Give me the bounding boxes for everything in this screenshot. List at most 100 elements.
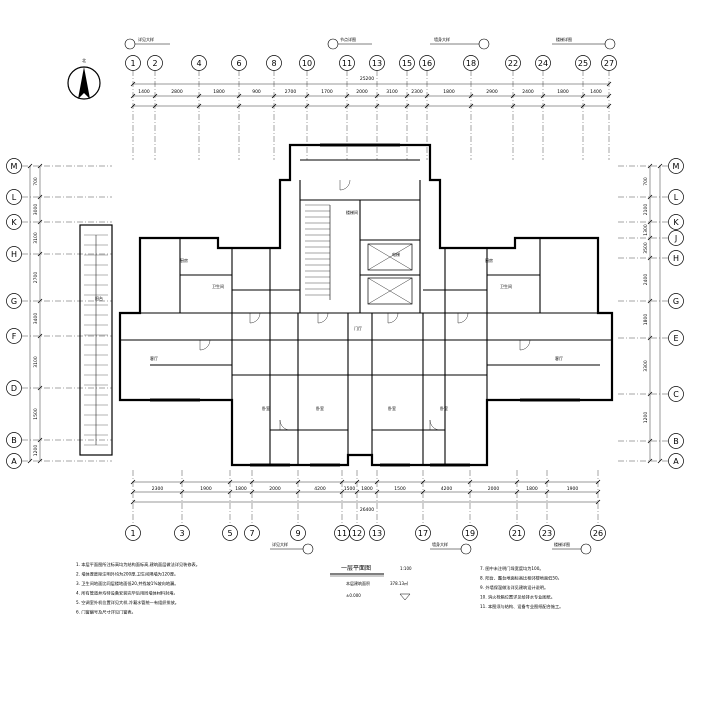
callout-tag-5: 详见大样 — [270, 541, 314, 555]
top-dimension-text: 2800 — [171, 89, 183, 95]
callout-text-6: 墙身大样 — [432, 541, 448, 547]
bottom-dimension-text: 1800 — [361, 486, 373, 492]
room-label-living-left: 客厅 — [150, 355, 158, 361]
axis-bubble-bottom-label: 23 — [542, 529, 552, 538]
bottom-dimension-text: 1500 — [344, 486, 356, 492]
axis-bubble-bottom-26: 26 — [590, 525, 606, 541]
axis-bubble-right-H: H — [668, 250, 684, 266]
axis-bubble-right-B: B — [668, 433, 684, 449]
axis-bubble-bottom-11: 11 — [334, 525, 350, 541]
axis-bubble-right-L: L — [668, 189, 684, 205]
axis-bubble-bottom-5: 5 — [222, 525, 238, 541]
axis-bubble-left-label: A — [11, 457, 17, 466]
note-left-item: 4. 所有管道井均待设备安装完毕后用同墙体材料封堵。 — [76, 590, 178, 597]
axis-bubble-bottom-17: 17 — [415, 525, 431, 541]
axis-bubble-top-label: 8 — [271, 59, 276, 68]
north-label: 北 — [82, 57, 86, 63]
room-label-bedroom-1: 卧室 — [262, 405, 270, 411]
axis-bubble-bottom-3: 3 — [174, 525, 190, 541]
axis-bubble-top-11: 11 — [339, 55, 355, 71]
axis-bubble-bottom-23: 23 — [539, 525, 555, 541]
room-label-kitchen-left: 厨房 — [180, 257, 188, 263]
left-dimension-text: 3400 — [33, 313, 39, 325]
axis-bubble-right-M: M — [668, 158, 684, 174]
axis-bubble-right-J: J — [668, 230, 684, 246]
axis-bubble-right-label: L — [674, 193, 679, 202]
axis-bubble-top-label: 2 — [152, 59, 157, 68]
axis-bubble-right-label: K — [673, 218, 679, 227]
axis-bubble-top-label: 18 — [466, 59, 476, 68]
callout-text-2: 节点详图 — [340, 36, 356, 42]
callout-tag-1: 详见大样 — [124, 36, 170, 50]
room-label-kitchen-right: 厨房 — [485, 257, 493, 263]
top-dimension-text: 1400 — [138, 89, 150, 95]
top-dimension-text: 1400 — [590, 89, 602, 95]
axis-bubble-bottom-label: 7 — [249, 529, 254, 538]
axis-bubble-bottom-label: 17 — [418, 529, 428, 538]
callout-text-1: 详见大样 — [138, 36, 154, 42]
room-label-bedroom-3: 卧室 — [388, 405, 396, 411]
top-dimension-text: 1800 — [213, 89, 225, 95]
left-dimension-text: 2700 — [33, 272, 39, 284]
axis-bubble-left-label: K — [11, 218, 17, 227]
axis-bubble-right-label: J — [674, 234, 677, 243]
exterior-wall — [118, 143, 614, 467]
bottom-overall-dimension: 26400 — [360, 507, 374, 513]
axis-bubble-top-label: 24 — [538, 59, 548, 68]
axis-bubble-top-13: 13 — [369, 55, 385, 71]
axis-bubble-right-label: H — [673, 254, 679, 263]
left-dimension-text: 3000 — [33, 204, 39, 216]
note-right-item: 10. 消火栓箱位置详见给排水专业图纸。 — [480, 594, 555, 601]
axis-bubble-left-label: G — [11, 297, 17, 306]
axis-bubble-bottom-label: 9 — [295, 529, 300, 538]
right-dimension-text: 700 — [643, 177, 649, 186]
axis-bubble-left-L: L — [6, 189, 22, 205]
callout-tag-3: 墙身大样 — [430, 36, 490, 50]
axis-bubble-top-6: 6 — [231, 55, 247, 71]
note-right-item: 9. 外墙保温做法详见建筑设计说明。 — [480, 584, 548, 591]
axis-bubble-bottom-label: 12 — [352, 529, 362, 538]
right-dimension-text: 1800 — [643, 314, 649, 326]
notes-right: 7. 图中未注明门垛宽度均为100。8. 阳台、露台地面标高比相邻楼地面低50。… — [480, 565, 563, 610]
axis-bubble-top-label: 25 — [578, 59, 588, 68]
top-overall-dimension: 25200 — [360, 76, 374, 82]
axis-bubble-right-label: C — [673, 390, 679, 399]
callout-tag-4: 楼梯详图 — [552, 36, 616, 50]
bottom-dimension-text: 2000 — [488, 486, 500, 492]
north-arrow-icon: 北 — [67, 57, 101, 100]
axis-bubble-left-A: A — [6, 453, 22, 469]
axis-bubble-bottom-label: 13 — [372, 529, 382, 538]
top-dimension-text: 1800 — [443, 89, 455, 95]
axis-bubble-top-label: 22 — [508, 59, 518, 68]
left-dimension-text: 3100 — [33, 356, 39, 368]
top-dimension-text: 2900 — [486, 89, 498, 95]
axis-bubble-right-label: E — [673, 334, 678, 343]
axis-bubble-bottom-1: 1 — [125, 525, 141, 541]
axis-bubble-top-2: 2 — [147, 55, 163, 71]
left-dimension-text: 1200 — [33, 445, 39, 457]
note-left-item: 3. 卫生间地面比同层楼地面低20,并找坡1%坡向地漏。 — [76, 580, 178, 587]
room-label-elevator: 电梯 — [392, 251, 400, 257]
axis-bubble-left-G: G — [6, 293, 22, 309]
axis-bubble-right-E: E — [668, 330, 684, 346]
drawing-title: 一层平面图 — [341, 565, 371, 572]
axis-bubble-top-label: 16 — [422, 59, 432, 68]
bottom-dimension-text: 1800 — [235, 486, 247, 492]
dimension-lines — [27, 81, 663, 505]
axis-bubble-top-22: 22 — [505, 55, 521, 71]
axis-bubble-bottom-21: 21 — [509, 525, 525, 541]
axis-bubble-right-label: A — [673, 457, 679, 466]
axis-bubble-top-1: 1 — [125, 55, 141, 71]
axis-bubble-left-label: D — [11, 384, 17, 393]
axis-bubble-top-label: 11 — [342, 59, 352, 68]
building-outline — [79, 143, 614, 467]
bottom-dimension-text: 4200 — [441, 486, 453, 492]
room-label-bedroom-4: 卧室 — [440, 405, 448, 411]
axis-bubble-top-label: 13 — [372, 59, 382, 68]
top-dimension-text: 2400 — [522, 89, 534, 95]
axis-bubble-bottom-13: 13 — [369, 525, 385, 541]
axis-bubble-bottom-9: 9 — [290, 525, 306, 541]
